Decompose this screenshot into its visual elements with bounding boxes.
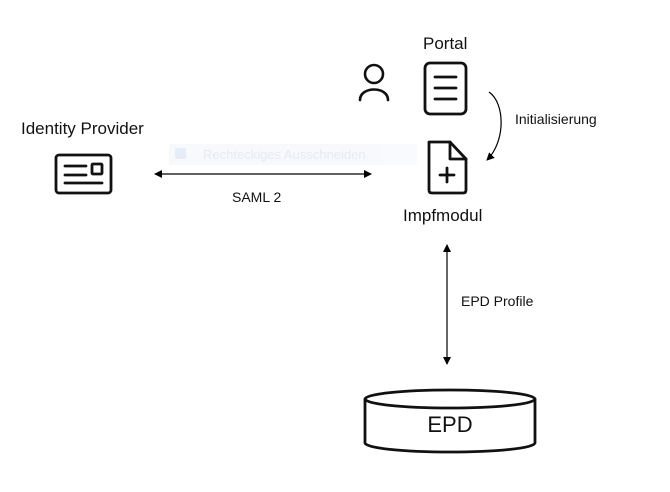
ghost-tooltip-text: Rechteckiges Ausschneiden: [203, 147, 366, 162]
initialisierung-arrow: [486, 91, 502, 161]
scissors-icon: [175, 148, 186, 159]
ghost-tooltip: Rechteckiges Ausschneiden: [169, 144, 417, 165]
initialisierung-label: Initialisierung: [515, 111, 597, 127]
database-cylinder: [363, 388, 537, 454]
identity-provider-label: Identity Provider: [21, 119, 144, 138]
user-icon: [358, 63, 390, 102]
document-icon: [423, 61, 468, 116]
epd-label: EPD: [427, 412, 473, 437]
add-document-icon: [427, 140, 468, 195]
portal-label: Portal: [423, 34, 468, 53]
saml-label: SAML 2: [232, 189, 282, 205]
epd-profile-label: EPD Profile: [461, 293, 534, 309]
id-card-icon: [54, 153, 113, 195]
impfmodul-label: Impfmodul: [403, 206, 483, 225]
